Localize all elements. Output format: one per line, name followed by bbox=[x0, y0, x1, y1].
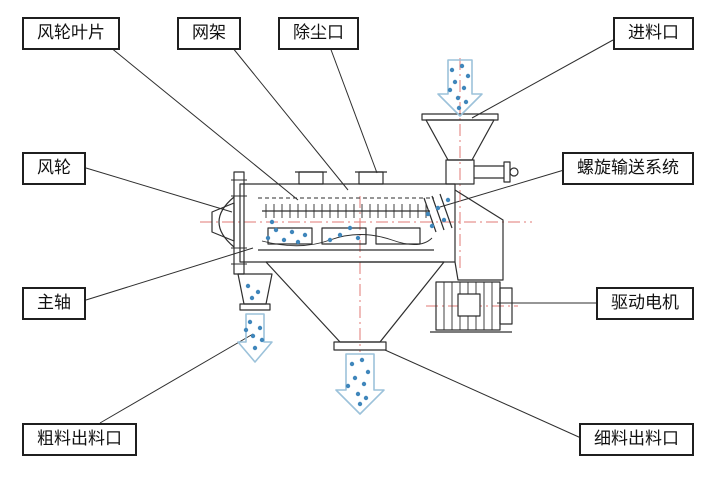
label-mesh-frame: 网架 bbox=[177, 17, 241, 50]
motor-endcap bbox=[499, 287, 513, 325]
material-stream-line bbox=[261, 234, 433, 247]
centerlines bbox=[200, 58, 532, 352]
fine-outlet-flange bbox=[333, 341, 387, 351]
coarse-outlet-chute bbox=[237, 273, 273, 305]
side-fitting bbox=[503, 161, 511, 183]
label-feed-inlet: 进料口 bbox=[613, 17, 694, 50]
leader-line-mesh-frame bbox=[231, 46, 349, 191]
dust-port-left bbox=[298, 171, 324, 185]
fine-flow-arrow bbox=[335, 353, 385, 415]
fine-outlet-funnel bbox=[265, 261, 445, 343]
left-flange bbox=[233, 171, 245, 275]
flow-arrows bbox=[237, 59, 483, 415]
leader-line-wind-wheel bbox=[85, 167, 233, 213]
leader-line-screw-conveyor bbox=[439, 169, 565, 208]
wind-wheel-cap bbox=[218, 196, 235, 248]
feed-flow-arrow bbox=[437, 59, 483, 117]
leader-line-fine-outlet bbox=[384, 349, 582, 439]
main-shaft-end bbox=[211, 202, 235, 242]
machine-body-group bbox=[211, 113, 519, 351]
leader-line-feed-inlet bbox=[471, 39, 614, 119]
leader-line-blade bbox=[109, 46, 299, 201]
label-wind-wheel: 风轮 bbox=[22, 152, 86, 185]
right-housing bbox=[454, 189, 504, 281]
label-dust-port: 除尘口 bbox=[278, 17, 359, 50]
label-main-shaft: 主轴 bbox=[22, 287, 86, 320]
leader-lines bbox=[85, 39, 614, 439]
label-coarse-outlet: 粗料出料口 bbox=[22, 423, 137, 456]
label-screw-conveyor: 螺旋输送系统 bbox=[562, 152, 694, 185]
dust-port-right bbox=[358, 171, 384, 185]
flange-bolts bbox=[231, 179, 247, 265]
blade-ticks bbox=[265, 204, 427, 218]
leader-line-main-shaft bbox=[85, 247, 254, 301]
label-fine-outlet: 细料出料口 bbox=[579, 423, 694, 456]
coarse-outlet-flange bbox=[239, 303, 271, 311]
leader-line-coarse-outlet bbox=[99, 333, 254, 424]
feed-hopper-rim bbox=[421, 113, 499, 121]
material-particles bbox=[243, 63, 471, 407]
motor-plate bbox=[457, 293, 481, 317]
coarse-flow-arrow bbox=[237, 313, 273, 363]
label-drive-motor: 驱动电机 bbox=[596, 287, 694, 320]
label-blade: 风轮叶片 bbox=[22, 17, 120, 50]
leader-line-dust-port bbox=[329, 46, 378, 174]
